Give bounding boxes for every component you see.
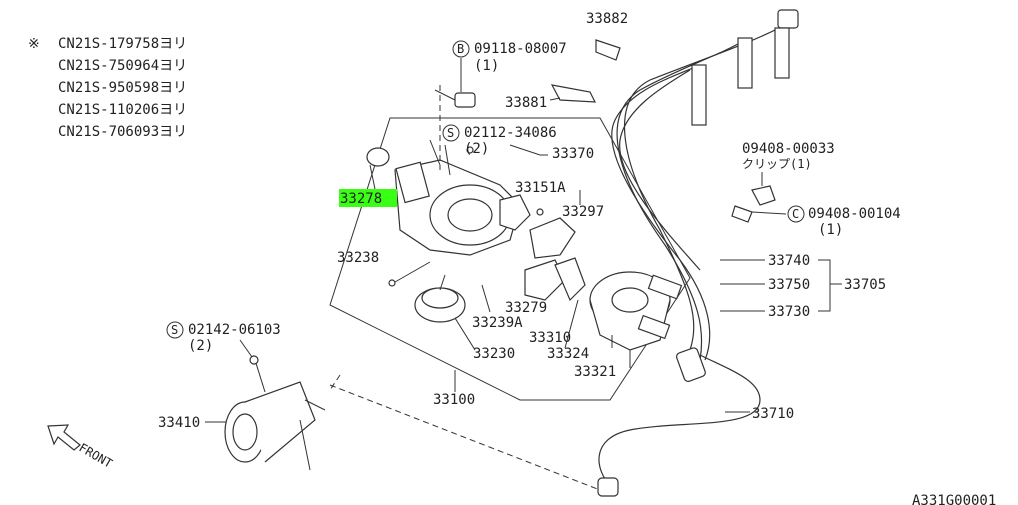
label-33730: 33730 xyxy=(768,304,810,320)
label-09408-qty: (1) xyxy=(818,222,843,238)
note-line-2: CN21S-750964ヨリ xyxy=(58,58,187,74)
distributor-assembly-outline xyxy=(329,117,691,401)
badge-s2: S xyxy=(171,323,178,337)
label-33239a: 33239A xyxy=(472,315,523,331)
label-33321: 33321 xyxy=(574,364,616,380)
applicability-notes: ※ CN21S-179758ヨリ CN21S-750964ヨリ CN21S-95… xyxy=(28,36,187,140)
coil-wire-route xyxy=(329,374,601,491)
label-33238: 33238 xyxy=(337,250,379,266)
note-line-3: CN21S-950598ヨリ xyxy=(58,80,187,96)
diagram-code: A331G00001 xyxy=(912,493,996,505)
label-02112-qty: (2) xyxy=(464,141,489,157)
bolt xyxy=(434,85,476,170)
c-badge-circle xyxy=(787,205,805,223)
label-09408-00104: 09408-00104 xyxy=(808,206,901,222)
label-33882: 33882 xyxy=(586,11,628,27)
label-09408-00033: 09408-00033 xyxy=(742,141,835,157)
cord-clip xyxy=(751,185,776,206)
s2-badge-circle xyxy=(166,321,184,339)
distributor-body xyxy=(366,139,521,256)
cord-clamp xyxy=(731,205,753,223)
label-33230: 33230 xyxy=(473,346,515,362)
label-02142-06103: 02142-06103 xyxy=(188,322,281,338)
front-arrow-icon xyxy=(47,424,81,451)
clip-33881 xyxy=(550,84,596,103)
label-33410: 33410 xyxy=(158,415,200,431)
label-clip-text: クリップ(1) xyxy=(742,157,812,171)
badge-s1: S xyxy=(447,126,454,140)
label-33740: 33740 xyxy=(768,253,810,269)
label-33278: 33278 xyxy=(340,191,382,207)
label-33705: 33705 xyxy=(844,277,886,293)
distributor-cap xyxy=(589,271,683,351)
plug-wires xyxy=(597,9,799,497)
label-33881: 33881 xyxy=(505,95,547,111)
label-33151a: 33151A xyxy=(515,180,566,196)
label-33750: 33750 xyxy=(768,277,810,293)
s1-badge-circle xyxy=(442,124,460,142)
front-label: FRONT xyxy=(77,440,115,470)
label-09118-08007: 09118-08007 xyxy=(474,41,567,57)
ignition-coil xyxy=(224,355,326,471)
label-33297: 33297 xyxy=(562,204,604,220)
label-33710: 33710 xyxy=(752,406,794,422)
note-line-1: CN21S-179758ヨリ xyxy=(58,36,187,52)
label-33100: 33100 xyxy=(433,392,475,408)
vacuum-advance xyxy=(414,274,466,323)
label-33370: 33370 xyxy=(552,146,594,162)
label-33279: 33279 xyxy=(505,300,547,316)
note-line-4: CN21S-110206ヨリ xyxy=(58,102,187,118)
note-mark: ※ xyxy=(28,36,40,52)
clip-33882 xyxy=(595,39,621,61)
label-33310: 33310 xyxy=(529,330,571,346)
label-02112-34086: 02112-34086 xyxy=(464,125,557,141)
label-02142-qty: (2) xyxy=(188,338,213,354)
label-33324: 33324 xyxy=(547,346,589,362)
note-line-5: CN21S-706093ヨリ xyxy=(58,124,187,140)
label-09118-qty: (1) xyxy=(474,58,499,74)
small-parts xyxy=(388,146,586,302)
label-33278-highlight xyxy=(339,189,397,207)
badge-b: B xyxy=(457,42,464,56)
b-badge-circle xyxy=(452,40,470,58)
badge-c: C xyxy=(792,207,799,221)
